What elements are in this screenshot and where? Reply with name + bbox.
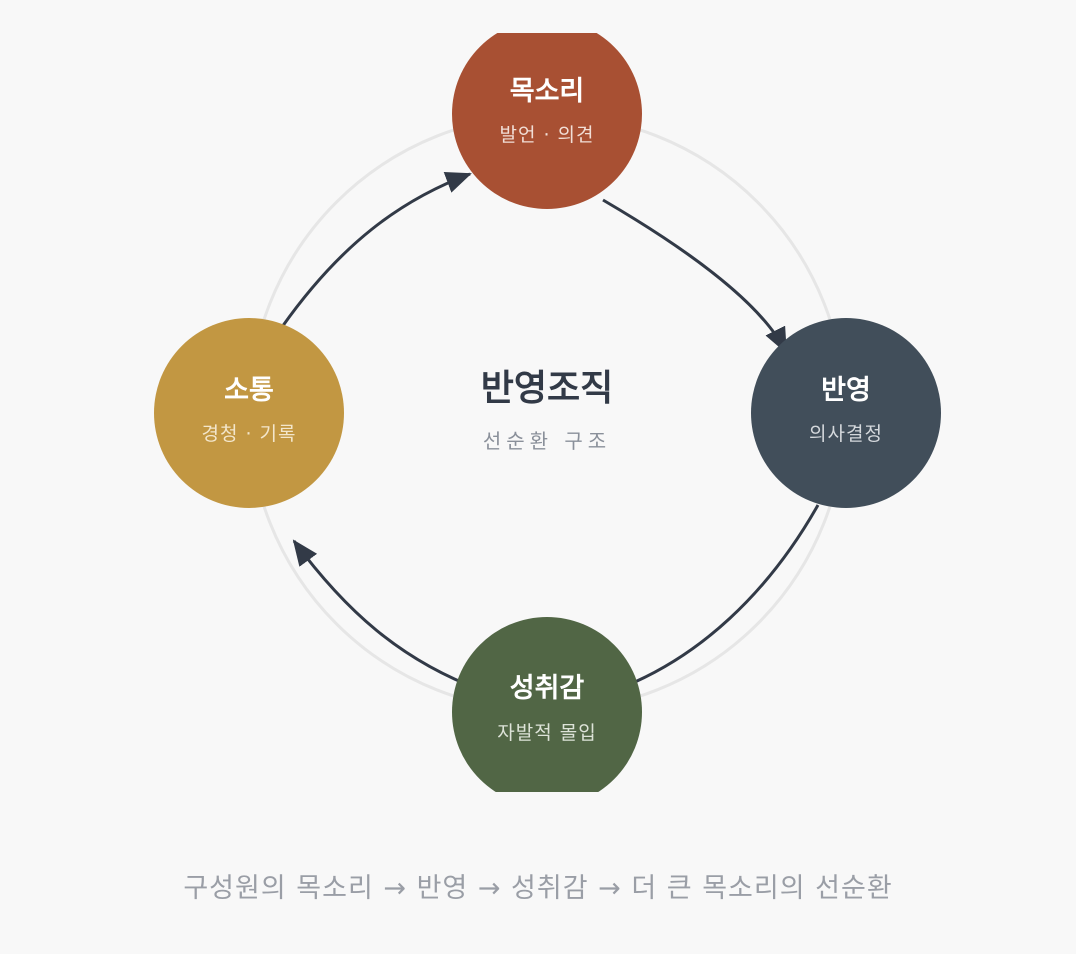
caption: 구성원의 목소리 → 반영 → 성취감 → 더 큰 목소리의 선순환 <box>183 873 893 904</box>
arrow-communication-to-voice <box>280 172 472 328</box>
node-voice: 목소리 발언 · 의견 <box>452 33 642 209</box>
node-communication-subtitle: 경청 · 기록 <box>201 423 296 445</box>
arrow-achievement-to-communication <box>292 539 482 692</box>
center-subtitle: 선순환 구조 <box>483 429 611 453</box>
node-communication: 소통 경청 · 기록 <box>154 318 344 508</box>
node-voice-circle <box>452 33 642 209</box>
node-communication-circle <box>154 318 344 508</box>
node-achievement-title: 성취감 <box>510 673 585 704</box>
node-reflection: 반영 의사결정 <box>751 318 941 508</box>
arrow-reflection-to-achievement <box>608 504 820 695</box>
node-voice-subtitle: 발언 · 의견 <box>499 124 594 146</box>
center-title: 반영조직 <box>481 367 613 409</box>
node-achievement-circle <box>452 617 642 792</box>
node-communication-title: 소통 <box>224 375 274 406</box>
arrow-voice-to-reflection <box>602 198 788 354</box>
node-achievement-subtitle: 자발적 몰입 <box>497 722 596 744</box>
node-reflection-circle <box>751 318 941 508</box>
node-reflection-subtitle: 의사결정 <box>809 423 883 445</box>
node-voice-title: 목소리 <box>510 76 585 107</box>
node-reflection-title: 반영 <box>821 375 871 406</box>
node-achievement: 성취감 자발적 몰입 <box>452 617 642 792</box>
